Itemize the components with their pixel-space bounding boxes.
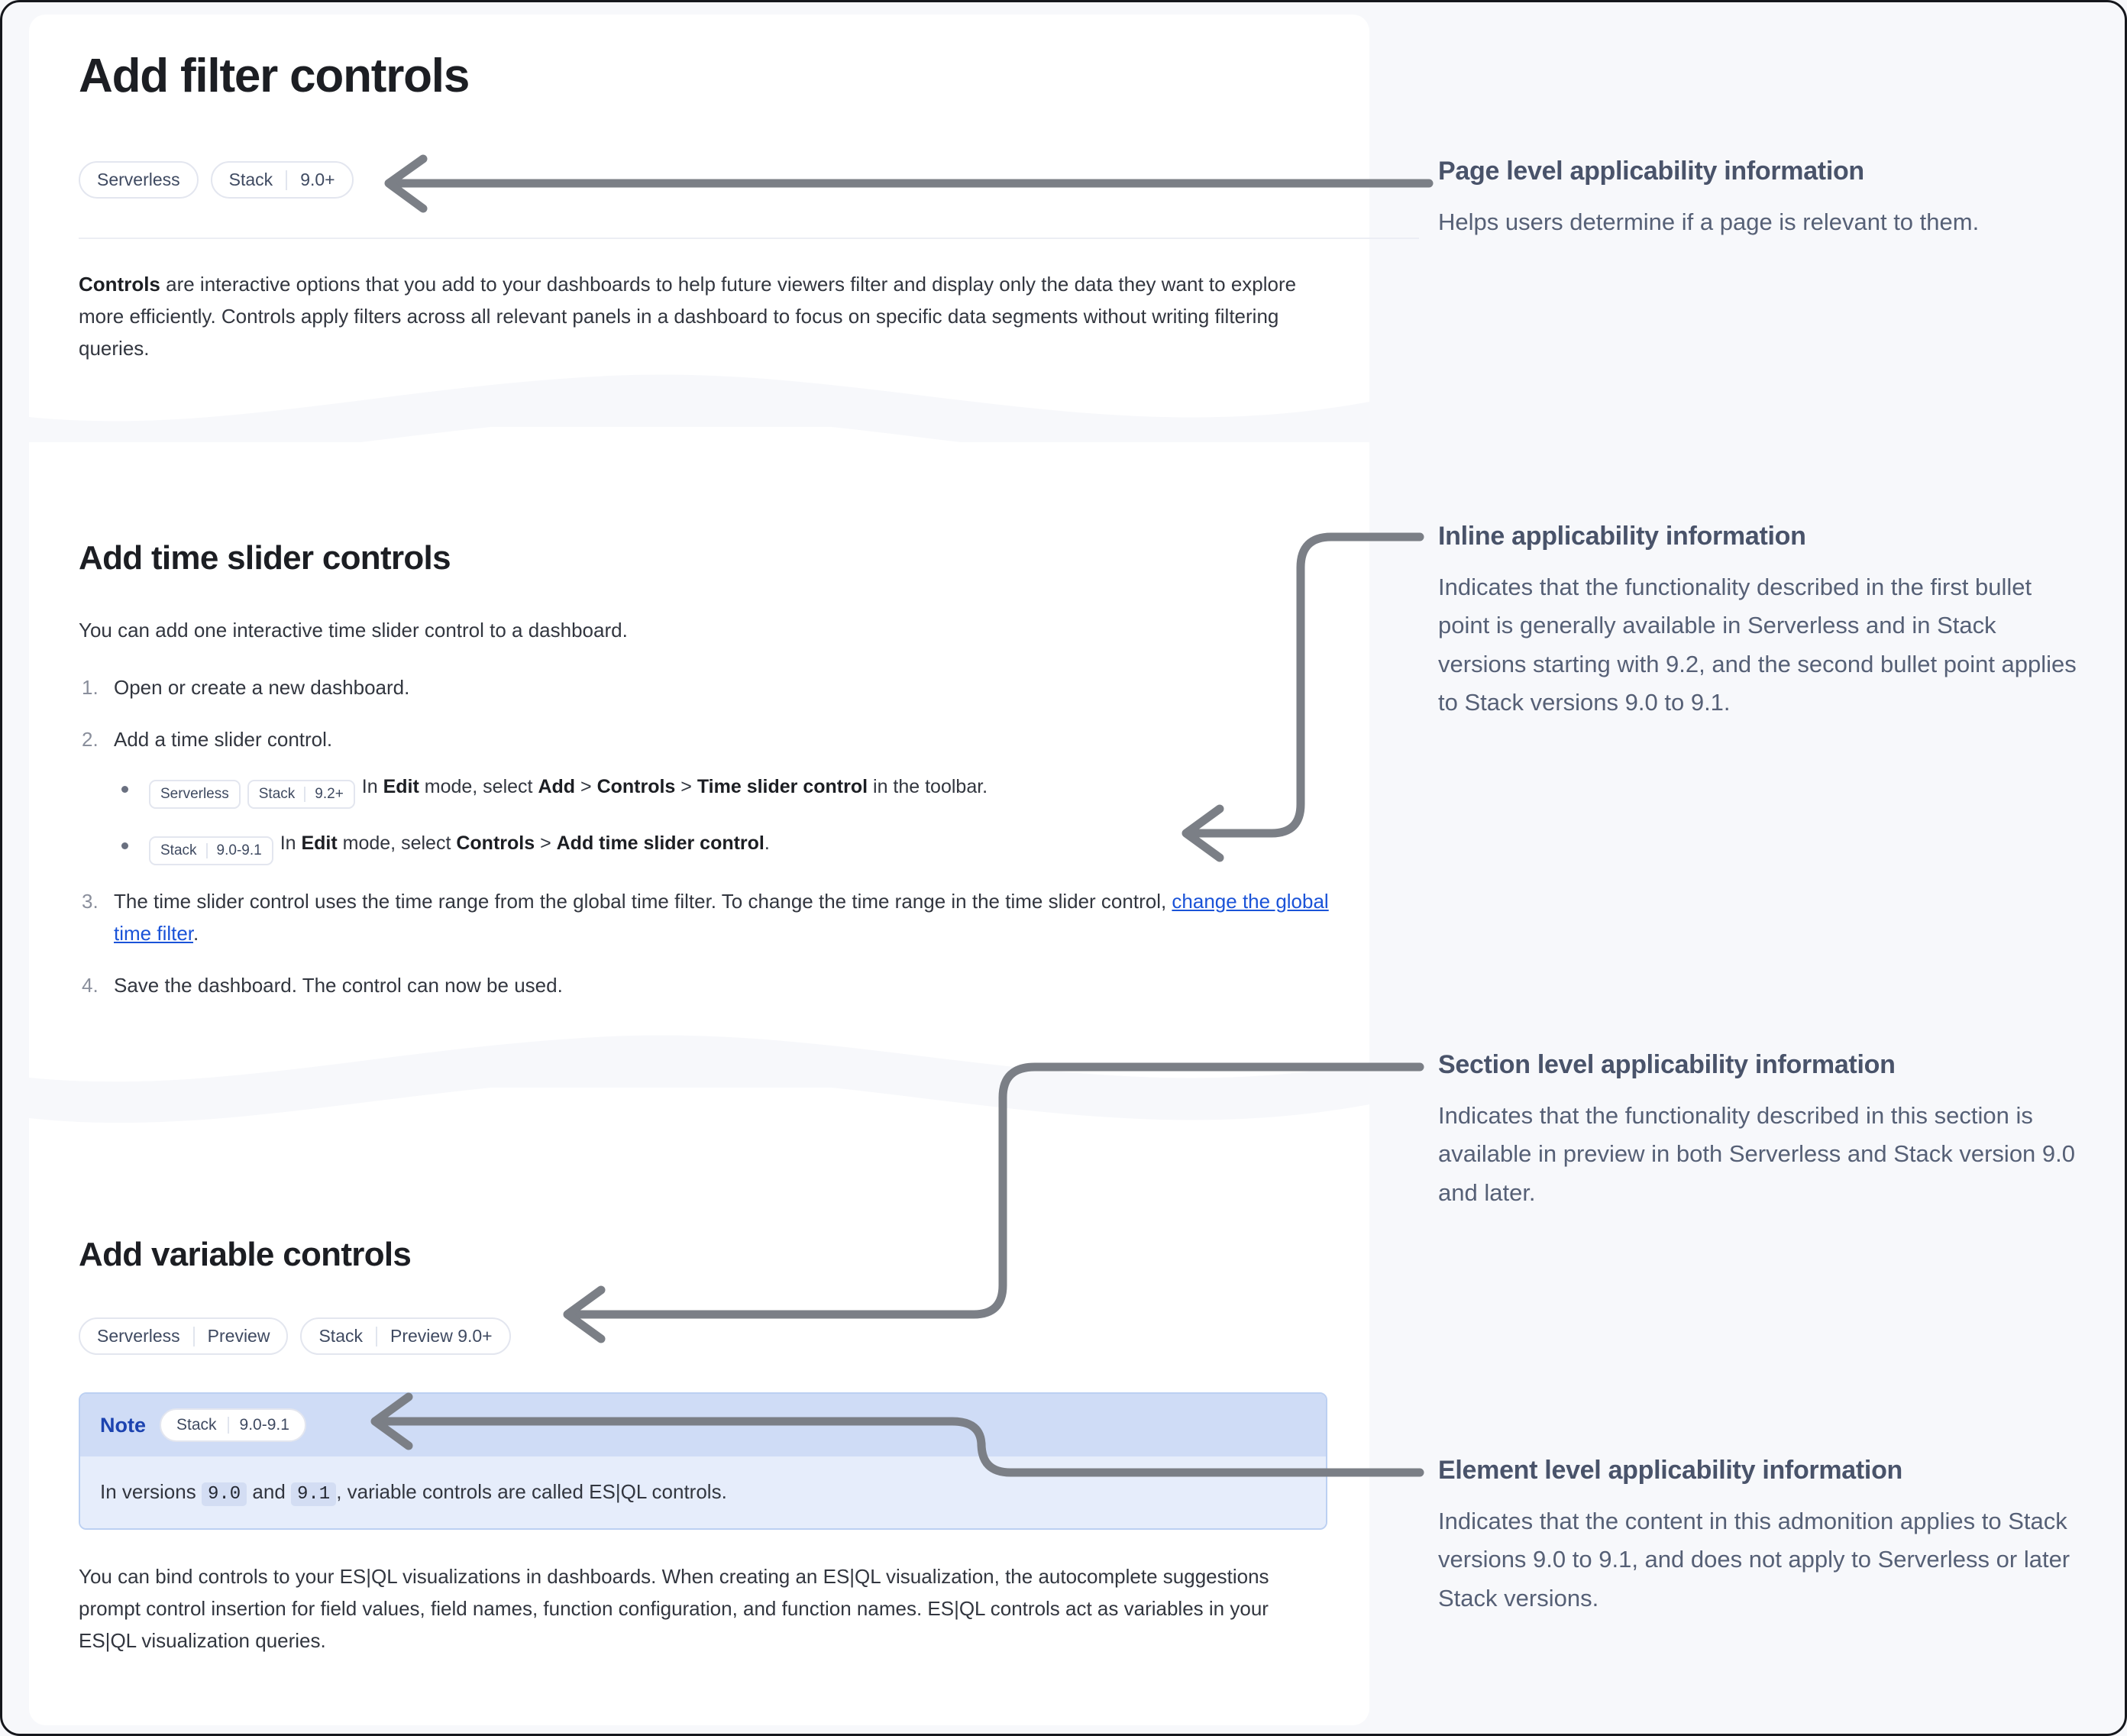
variable-heading: Add variable controls (79, 1236, 1327, 1273)
badge-separator (205, 842, 208, 858)
intro-lead: Controls (79, 273, 160, 296)
code-9-1: 9.1 (291, 1482, 337, 1506)
badge-version: 9.0-9.1 (239, 1416, 289, 1434)
annotation-title: Page level applicability information (1438, 157, 1864, 186)
step-text: Open or create a new dashboard. (114, 676, 410, 699)
bullet-b1: Edit (383, 776, 419, 798)
inline-badge-stack[interactable]: Stack 9.2+ (247, 779, 355, 809)
annotation-inline-level: Inline applicability information Indicat… (1438, 522, 2083, 722)
badge-separator (304, 786, 306, 802)
annotation-title: Section level applicability information (1438, 1050, 1896, 1079)
bullet-b4: Time slider control (697, 776, 868, 798)
badge-serverless[interactable]: Serverless (79, 161, 199, 199)
badge-version: Preview 9.0+ (390, 1326, 493, 1346)
bullet-b2: Controls (456, 832, 535, 854)
badge-serverless-preview[interactable]: Serverless Preview (79, 1317, 289, 1355)
badge-version: Preview (207, 1326, 270, 1346)
bullet-t2: mode, select (419, 776, 538, 798)
badge-separator (227, 1417, 229, 1434)
intro-rest: are interactive options that you add to … (79, 273, 1297, 360)
step-item-4: Save the dashboard. The control can now … (79, 969, 1331, 1001)
step-text-a: The time slider control uses the time ra… (114, 889, 1172, 913)
section-title: Add variable controls (79, 1236, 412, 1273)
bullet-b1: Edit (301, 832, 338, 854)
note-t1: In versions (100, 1480, 202, 1503)
annotation-title: Inline applicability information (1438, 522, 1806, 551)
annotation-title: Element level applicability information (1438, 1456, 1903, 1485)
step-text: Add a time slider control. (114, 728, 333, 752)
inline-badge-stack[interactable]: Stack 9.0-9.1 (149, 836, 273, 865)
annotation-section-level: Section level applicability information … (1438, 1050, 2083, 1212)
step-text: Save the dashboard. The control can now … (114, 973, 563, 997)
badge-separator (192, 1326, 195, 1346)
bullet-t5: in the toolbar. (868, 776, 988, 798)
header-divider (79, 238, 1419, 239)
doc-panel-intro (29, 15, 1369, 431)
step-item-1: Open or create a new dashboard. (79, 671, 1331, 703)
annotation-text: Indicates that the functionality describ… (1438, 1102, 2076, 1206)
bullet-t1: In (361, 776, 383, 798)
bullet-item-1: Serverless Stack 9.2+ In Edit mode, sele… (114, 772, 1331, 809)
global-time-filter-link[interactable]: change the global time filter (114, 889, 1329, 945)
badge-stack[interactable]: Stack 9.0+ (210, 161, 354, 199)
bullet-t2: mode, select (337, 832, 457, 854)
time-slider-intro: You can add one interactive time slider … (79, 614, 1327, 646)
note-t3: , variable controls are called ES|QL con… (336, 1480, 727, 1503)
variable-closing-paragraph: You can bind controls to your ES|QL visu… (79, 1560, 1270, 1657)
intro-paragraph: Controls are interactive options that yo… (79, 268, 1331, 364)
bullet-t3: > (535, 832, 557, 854)
documentation-page: Add filter controls Serverless Stack 9.0… (29, 15, 1419, 1725)
badge-name: Stack (228, 170, 273, 189)
time-slider-heading: Add time slider controls (79, 539, 1327, 577)
badge-name: Serverless (97, 1326, 180, 1346)
annotation-text: Indicates that the content in this admon… (1438, 1508, 2070, 1612)
badge-name: Stack (258, 786, 296, 803)
page-applicability-badges: Serverless Stack 9.0+ (79, 161, 1327, 199)
badge-name: Stack (318, 1326, 363, 1346)
step-item-3: The time slider control uses the time ra… (79, 885, 1331, 949)
page-header: Add filter controls (79, 50, 1327, 102)
closing-text: You can bind controls to your ES|QL visu… (79, 1565, 1269, 1653)
badge-version: 9.0+ (300, 170, 335, 189)
note-badge-stack[interactable]: Stack 9.0-9.1 (160, 1408, 306, 1442)
badge-separator (376, 1326, 377, 1346)
note-header: Note Stack 9.0-9.1 (80, 1394, 1326, 1456)
badge-name: Stack (176, 1416, 217, 1434)
step-2-bullets: Serverless Stack 9.2+ In Edit mode, sele… (114, 772, 1331, 865)
badge-version: 9.2+ (315, 786, 344, 803)
section-applicability-badges: Serverless Preview Stack Preview 9.0+ (79, 1317, 1327, 1355)
badge-name: Serverless (97, 170, 180, 189)
annotation-page-level: Page level applicability information Hel… (1438, 157, 2083, 241)
code-9-0: 9.0 (201, 1482, 247, 1506)
step-item-2: Add a time slider control. Serverless St… (79, 723, 1331, 865)
badge-version: 9.0-9.1 (216, 842, 262, 858)
time-slider-steps: Open or create a new dashboard. Add a ti… (79, 671, 1331, 1021)
badge-stack-preview[interactable]: Stack Preview 9.0+ (300, 1317, 511, 1355)
bullet-b2: Add (538, 776, 576, 798)
wave-divider-1 (29, 362, 1369, 454)
bullet-t4: > (675, 776, 697, 798)
bullet-t3: > (575, 776, 597, 798)
bullet-b3: Controls (596, 776, 676, 798)
annotation-element-level: Element level applicability information … (1438, 1456, 2083, 1618)
step-text-b: . (193, 921, 199, 945)
section-title: Add time slider controls (79, 539, 451, 577)
inline-badge-serverless[interactable]: Serverless (149, 779, 241, 809)
note-admonition: Note Stack 9.0-9.1 In versions 9.0 and 9… (79, 1392, 1327, 1531)
badge-name: Serverless (160, 786, 229, 803)
note-label: Note (100, 1413, 146, 1437)
section-intro: You can add one interactive time slider … (79, 619, 628, 642)
bullet-b3: Add time slider control (556, 832, 764, 854)
bullet-t4: . (764, 832, 770, 854)
bullet-item-2: Stack 9.0-9.1 In Edit mode, select Contr… (114, 829, 1331, 865)
note-body: In versions 9.0 and 9.1, variable contro… (80, 1456, 1326, 1529)
page-title: Add filter controls (79, 50, 470, 102)
badge-separator (286, 170, 288, 190)
note-t2: and (247, 1480, 291, 1503)
annotation-text: Helps users determine if a page is relev… (1438, 209, 1980, 236)
annotation-text: Indicates that the functionality describ… (1438, 574, 2077, 716)
bullet-t1: In (280, 832, 302, 854)
badge-name: Stack (160, 842, 197, 858)
